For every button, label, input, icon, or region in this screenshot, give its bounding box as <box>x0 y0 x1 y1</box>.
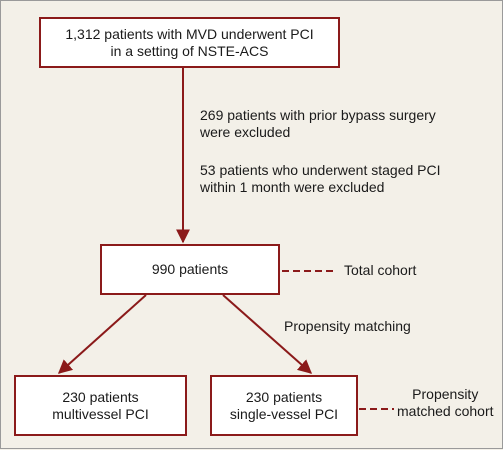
exclusion-prior-bypass: 269 patients with prior bypass surgery w… <box>200 107 436 140</box>
exclusion-staged-pci: 53 patients who underwent staged PCI wit… <box>200 162 441 195</box>
total-cohort-count: 990 patients <box>151 261 229 277</box>
multivessel-pci-box: 230 patients multivessel PCI <box>14 375 187 436</box>
matched-cohort-label: Propensity matched cohort <box>397 386 494 419</box>
enrolled-line-2: in a setting of NSTE-ACS <box>110 42 269 59</box>
total-cohort-box: 990 patients <box>100 244 280 295</box>
enrolled-patients-box: 1,312 patients with MVD underwent PCI in… <box>39 17 340 68</box>
propensity-matching-label: Propensity matching <box>284 318 411 334</box>
arrow-cohort-to-multivessel <box>57 294 147 374</box>
enrolled-line-1: 1,312 patients with MVD underwent PCI <box>65 25 314 42</box>
arrow-cohort-to-single-vessel <box>222 294 313 374</box>
single-vessel-pci-box: 230 patients single-vessel PCI <box>210 375 358 436</box>
total-cohort-label: Total cohort <box>344 262 417 278</box>
